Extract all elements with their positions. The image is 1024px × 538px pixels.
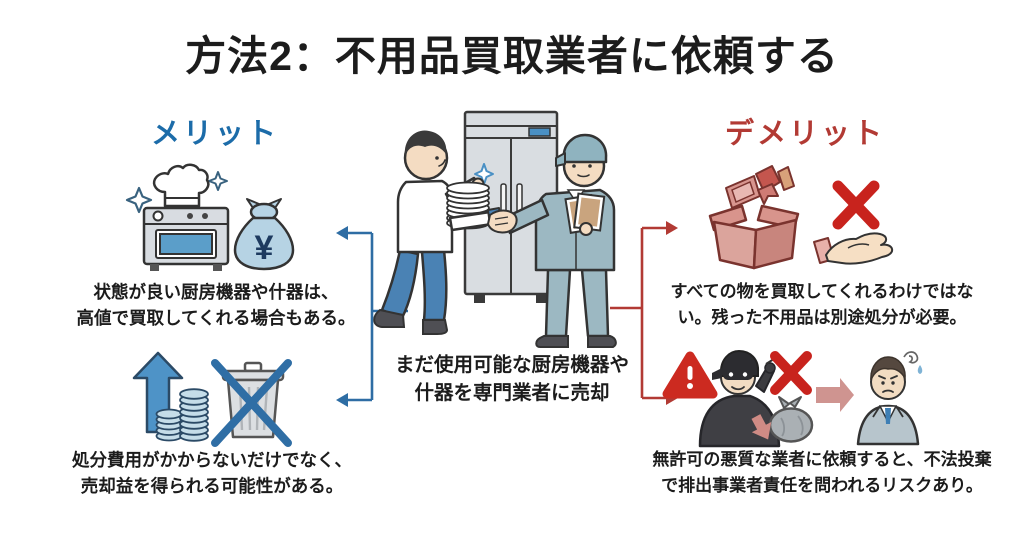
dump-arrow-icon — [751, 414, 772, 440]
cross-icon — [832, 180, 880, 230]
worried-businessman-icon — [856, 351, 923, 446]
yen-symbol: ¥ — [255, 229, 274, 267]
merit-item-1-text: 状態が良い厨房機器や什器は、 高値で買取してくれる場合もある。 — [76, 282, 356, 329]
transfer-arrow-icon — [816, 378, 854, 412]
seller-person — [373, 130, 502, 335]
distress-squiggle-icon — [903, 351, 919, 364]
rejected-items-box-icon — [708, 165, 800, 270]
handshake-scene — [373, 110, 617, 348]
warning-icon — [662, 351, 718, 399]
coin-stacks-icon — [155, 388, 209, 442]
demerit-icon-group-1 — [708, 165, 894, 270]
demerit-icon-group-2 — [662, 349, 923, 448]
arrow-right-icon — [666, 221, 678, 235]
banknotes-icon — [564, 192, 606, 236]
merit-icon-group-1: ¥ — [125, 163, 295, 271]
illegal-dumper-icon — [698, 349, 814, 448]
money-bag-icon: ¥ — [233, 198, 295, 271]
buyer-worker — [502, 133, 617, 348]
trash-bag-icon — [768, 396, 814, 443]
no-disposal-trash-icon — [211, 359, 292, 447]
merit-item-2-text: 処分費用がかからないだけでなく、 売却益を得られる可能性がある。 — [72, 450, 352, 497]
plate-stack-icon — [446, 181, 490, 230]
demerit-item-2-text: 無許可の悪質な業者に依頼すると、不法投棄 で排出事業者責任を問われるリスクあり。 — [652, 450, 992, 495]
demerit-heading: デメリット — [724, 118, 885, 150]
page-title: 方法2：不用品買取業者に依頼する — [185, 33, 839, 79]
cross-icon — [770, 351, 812, 395]
merit-heading: メリット — [150, 118, 279, 150]
sparkle-icon — [125, 171, 228, 214]
handshake-icon — [486, 209, 518, 234]
cross-icon — [211, 359, 292, 447]
chef-hat-oven-icon — [142, 163, 230, 271]
merit-icon-group-2 — [132, 351, 292, 447]
center-caption: まだ使用可能な厨房機器や 什器を専門業者に売却 — [394, 354, 629, 405]
arrow-left-icon — [336, 226, 348, 240]
demerit-item-1-text: すべての物を買取してくれるわけではな い。残った不用品は別途処分が必要。 — [670, 282, 974, 327]
sweat-drop-icon — [917, 365, 923, 374]
arrow-left-icon — [336, 393, 348, 407]
refusing-hand-icon — [813, 232, 894, 265]
